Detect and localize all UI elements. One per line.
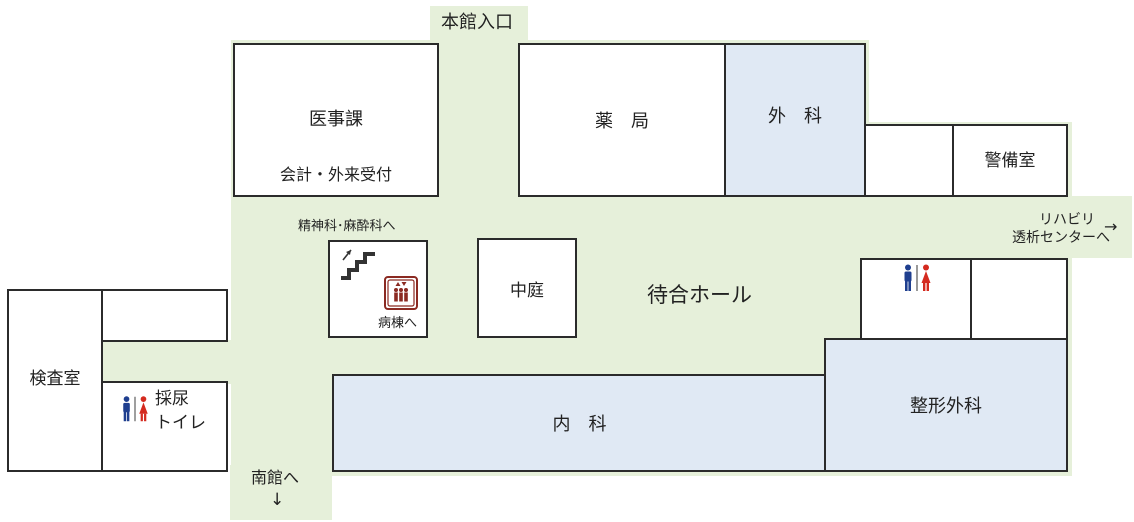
room-pharmacy: 薬 局 — [518, 43, 726, 197]
stairs-sign: 精神科･麻酔科へ — [298, 219, 396, 234]
security-label: 警備室 — [984, 151, 1036, 171]
pharmacy-label: 薬 局 — [595, 111, 649, 132]
corridor-entrance — [430, 6, 528, 42]
room-surgery: 外 科 — [724, 43, 866, 197]
urine-toilet-label-line1: 採尿 — [155, 389, 189, 409]
corridor-south — [230, 465, 332, 520]
south-arrow: ↓ — [270, 490, 285, 510]
internal-medicine-label: 内 科 — [552, 414, 607, 435]
room-security: 警備室 — [952, 124, 1068, 197]
room-laboratory: 検査室 — [7, 289, 103, 472]
surgery-label: 外 科 — [768, 106, 822, 127]
stairs-icon — [341, 249, 375, 280]
corridor-rehab — [1000, 196, 1132, 258]
room-medical-affairs: 医事課 会計・外来受付 — [233, 43, 439, 197]
room-restroom — [860, 258, 972, 340]
main-entrance-label: 本館入口 — [441, 12, 513, 33]
courtyard-label: 中庭 — [510, 280, 544, 301]
room-orthopedics: 整形外科 — [824, 338, 1068, 472]
elevator-icon — [384, 276, 418, 310]
room-unlabeled-west — [101, 289, 228, 342]
restroom-icon — [904, 264, 931, 291]
rehab-label-line2: 透析センターへ — [1012, 230, 1110, 246]
room-courtyard: 中庭 — [477, 238, 577, 338]
room-unlabeled-east — [864, 124, 954, 197]
room-urine-toilet: 採尿 トイレ — [101, 381, 228, 472]
room-unlabeled-restroom-side — [970, 258, 1068, 340]
room-internal-medicine: 内 科 — [332, 374, 827, 472]
urine-toilet-label-line2: トイレ — [155, 413, 206, 433]
urine-toilet-icon — [123, 396, 148, 422]
waiting-hall-label: 待合ホール — [647, 283, 752, 307]
ward-sign: 病棟へ — [378, 316, 418, 331]
stairs-elevator-block: 病棟へ — [328, 240, 428, 338]
rehab-arrow: → — [1104, 217, 1118, 236]
south-building-label: 南館へ — [251, 468, 300, 487]
laboratory-label: 検査室 — [29, 369, 81, 389]
rehab-label-line1: リハビリ — [1039, 212, 1095, 228]
corridor-west — [100, 340, 235, 384]
orthopedics-label: 整形外科 — [910, 396, 982, 417]
reception-label: 会計・外来受付 — [279, 165, 392, 184]
medical-affairs-label: 医事課 — [309, 109, 363, 130]
